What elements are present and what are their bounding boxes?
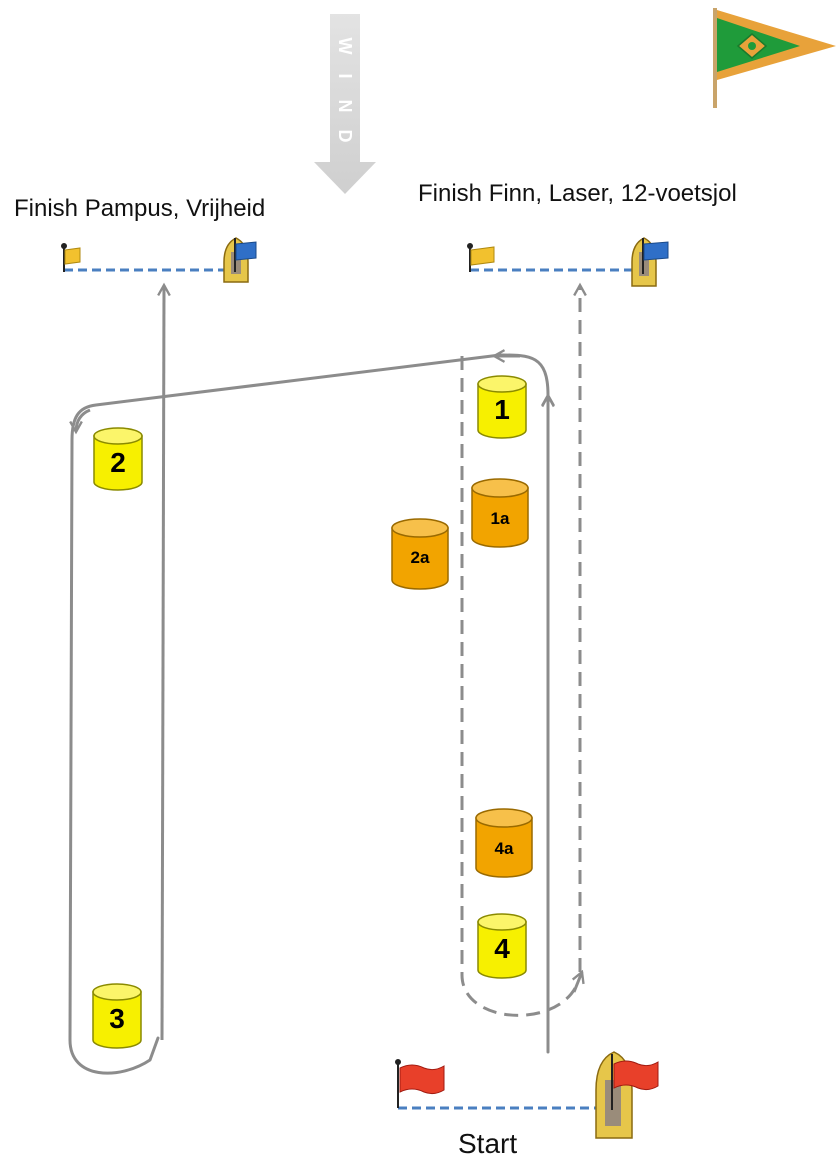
wind-letter-n: N <box>335 100 355 113</box>
buoy-2: 2 <box>93 427 143 491</box>
course-arrow-mark2 <box>76 408 91 432</box>
finish-line-right <box>467 237 669 287</box>
buoy-label-1: 1 <box>494 394 510 425</box>
buoy-4: 4 <box>477 913 527 979</box>
start-line <box>395 1051 659 1139</box>
wind-letter-i: I <box>335 73 355 78</box>
buoy-label-4: 4 <box>494 933 510 964</box>
buoy-label-4a: 4a <box>495 839 514 858</box>
start-label: Start <box>458 1128 518 1159</box>
buoy-1: 1 <box>477 375 527 439</box>
finish-line-left <box>61 237 257 283</box>
course-path-short <box>460 356 580 1017</box>
course-path-to-finish-left <box>162 285 164 1041</box>
start-flag-icon <box>395 1059 445 1108</box>
finish-label-left: Finish Pampus, Vrijheid <box>14 195 266 222</box>
finish-label-right: Finish Finn, Laser, 12-voetsjol <box>418 180 737 207</box>
buoy-2a: 2a <box>391 518 449 590</box>
finish-flag-icon <box>61 243 81 272</box>
wind-letter-d: D <box>335 130 355 143</box>
committee-boat-icon <box>631 237 669 287</box>
course-path-long <box>68 353 550 1075</box>
committee-boat-icon <box>223 237 257 283</box>
buoy-label-2: 2 <box>110 447 126 478</box>
wind-arrow-icon: W I N D <box>314 14 376 194</box>
buoy-3: 3 <box>92 983 142 1049</box>
buoy-4a: 4a <box>475 808 533 878</box>
course-arrow-dashed-end <box>574 972 582 993</box>
buoy-label-2a: 2a <box>411 548 430 567</box>
buoy-label-1a: 1a <box>491 509 510 528</box>
buoy-1a: 1a <box>471 478 529 548</box>
buoy-label-3: 3 <box>109 1003 125 1034</box>
wind-letter-w: W <box>335 38 355 55</box>
finish-flag-icon <box>467 243 495 272</box>
club-burgee-icon <box>713 8 836 108</box>
committee-boat-icon <box>595 1051 659 1139</box>
